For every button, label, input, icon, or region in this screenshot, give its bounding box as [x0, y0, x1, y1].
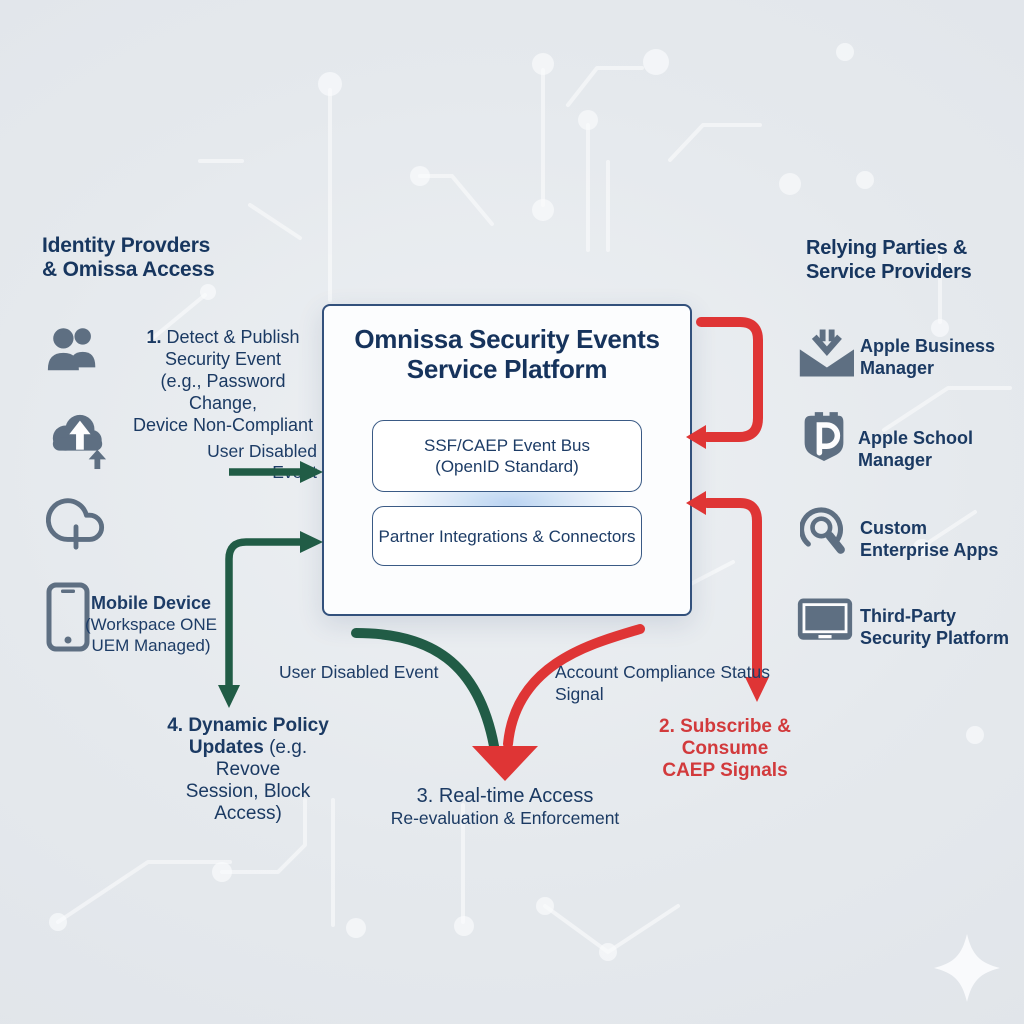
platform-title: Omnissa Security Events Service Platform [324, 324, 690, 384]
event-bus-line2: (OpenID Standard) [435, 457, 579, 476]
step4-line2-bold: Updates [188, 737, 264, 758]
left-header-line1: Identity Provders [42, 234, 211, 257]
step3-label: 3. Real-time Access Re-evaluation & Enfo… [380, 785, 630, 829]
partner-integrations-box: Partner Integrations & Connectors [372, 506, 642, 566]
step1-label: 1. Detect & Publish Security Event (e.g.… [126, 326, 320, 436]
platform-box: Omnissa Security Events Service Platform… [322, 304, 692, 616]
custom-apps-line1: Custom [860, 518, 927, 538]
relying-item-abm: Apple Business Manager [860, 335, 995, 379]
third-party-line1: Third-Party [860, 606, 957, 626]
asm-line2: Manager [858, 450, 933, 470]
monitor-icon [796, 596, 854, 651]
step4-line3: Session, Block Access) [185, 781, 311, 824]
step4-line1: 4. Dynamic Policy [167, 715, 329, 736]
event-bus-box: SSF/CAEP Event Bus (OpenID Standard) [372, 420, 642, 492]
left-column-header: Identity Provders & Omissa Access [42, 234, 215, 282]
step1-line2: Security Event [164, 349, 282, 369]
step1-line3: (e.g., Password Change, [160, 371, 286, 413]
arrow-platform-to-relying-parties [686, 317, 763, 449]
asm-line1: Apple School [858, 428, 974, 448]
relying-item-third-party: Third-Party Security Platform [860, 605, 1009, 649]
mobile-device-line1: Mobile Device [90, 593, 212, 613]
sparkle-icon [934, 934, 1000, 1002]
inbox-download-icon [798, 328, 854, 383]
platform-title-line2: Service Platform [406, 354, 608, 384]
account-compliance-label: Account Compliance Status Signal [555, 661, 770, 705]
mobile-device-line2: (Workspace ONE [85, 615, 217, 634]
search-loop-icon [799, 506, 850, 565]
account-compliance-line2: Signal [555, 684, 604, 704]
arrow-green-to-enforcement [351, 628, 499, 751]
step2-label: 2. Subscribe & Consume CAEP Signals [643, 716, 807, 782]
third-party-line2: Security Platform [860, 628, 1010, 648]
step4-label: 4. Dynamic Policy Updates (e.g. Revove S… [155, 715, 341, 825]
user-disabled-event-label-bottom: User Disabled Event [279, 662, 439, 682]
relying-item-asm: Apple School Manager [858, 427, 973, 471]
shield-p-icon [800, 410, 848, 469]
arrow-device-policy [218, 531, 323, 708]
step3-line2: Re-evaluation & Enforcement [390, 808, 620, 828]
step1-line4: Device Non-Compliant [132, 415, 314, 435]
event-bus-line1: SSF/CAEP Event Bus [424, 436, 590, 455]
account-compliance-line1: Account Compliance Status [555, 662, 770, 682]
step2-line3: CAEP Signals [662, 760, 788, 781]
partner-integrations-label: Partner Integrations & Connectors [378, 526, 636, 546]
right-header-line1: Relying Parties & [806, 237, 968, 259]
abm-line1: Apple Business [860, 336, 996, 356]
step3-line1: 3. Real-time Access [416, 785, 594, 807]
mobile-device-line3: UEM Managed) [91, 636, 211, 655]
cloud-download-icon [46, 490, 106, 559]
step4-line2-rest: (e.g. Revove [215, 737, 308, 780]
step1-number: 1. [146, 327, 162, 347]
mobile-device-icon [46, 582, 90, 657]
relying-item-custom-apps: Custom Enterprise Apps [860, 517, 998, 561]
arrow-red-to-enforcement [503, 624, 645, 749]
arrow-user-disabled-event [229, 461, 323, 483]
platform-title-line1: Omnissa Security Events [354, 324, 660, 354]
step2-line2: Consume [681, 738, 769, 759]
right-header-line2: Service Providers [806, 261, 972, 283]
step2-line1: 2. Subscribe & [659, 716, 791, 737]
abm-line2: Manager [860, 358, 935, 378]
left-header-line2: & Omissa Access [42, 258, 215, 281]
step1-line1: Detect & Publish [166, 327, 300, 347]
users-icon [45, 326, 103, 377]
right-column-header: Relying Parties & Service Providers [806, 236, 972, 284]
custom-apps-line2: Enterprise Apps [860, 540, 999, 560]
arrowhead-enforcement [472, 746, 538, 781]
arrow-caep-subscribe [686, 491, 769, 702]
cloud-upload-icon [48, 408, 108, 477]
mobile-device-label: Mobile Device (Workspace ONE UEM Managed… [84, 593, 218, 656]
